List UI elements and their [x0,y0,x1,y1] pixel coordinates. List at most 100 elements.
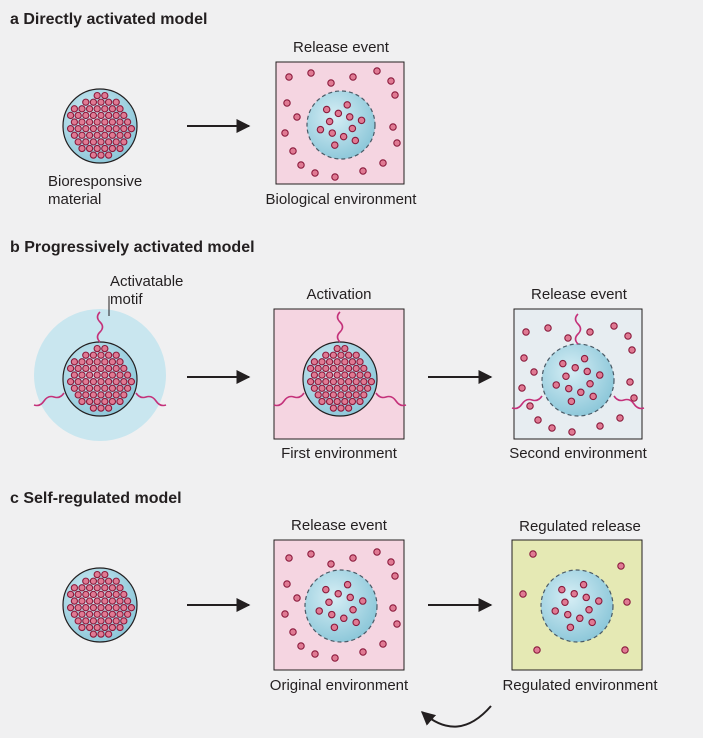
cargo-particle [311,169,319,177]
cargo-particle [341,358,349,366]
cargo-particle [297,642,305,650]
cargo-particle [561,598,569,607]
cargo-particle [570,589,578,598]
cargo-particle [66,125,75,133]
cargo-particle [89,151,98,159]
degraded-sphere [304,569,378,643]
cargo-particle [310,358,319,366]
cargo-particle [339,132,348,141]
cargo-particle [78,105,86,113]
cargo-particle [617,562,625,570]
cargo-particle [327,79,335,87]
cargo-particle [101,584,109,592]
cargo-particle [93,358,101,366]
cargo-particle [93,91,101,100]
cargo-particle [108,397,117,406]
cargo-particle [352,618,360,627]
cargo-particle [337,351,345,359]
cargo-particle [82,138,90,146]
cargo-particle [123,384,132,392]
cargo-particle [78,384,86,392]
cargo-particle [97,364,105,373]
cargo-particle [82,577,90,585]
cargo-particle [322,391,330,399]
cargo-particle [585,605,593,614]
degraded-sphere [306,90,376,160]
cargo-particle [624,332,632,340]
cargo-particle [85,597,94,605]
panel-a-box-top-label: Release event [293,39,389,56]
cargo-particle [74,138,82,146]
cargo-particle [626,378,634,386]
cargo-particle [318,384,326,392]
cargo-particle [116,131,124,139]
material-label: Bioresponsive material [48,173,142,209]
panel-a-bioresponsive-material [62,88,138,164]
cargo-particle [283,99,291,107]
cargo-particle [101,384,109,392]
cargo-particle [322,585,330,594]
cargo-particle [82,604,90,612]
cargo-particle [82,98,90,106]
cargo-particle [101,131,109,139]
cargo-particle [341,397,349,406]
cargo-particle [526,402,534,410]
cargo-particle [78,397,86,406]
cargo-particle [341,371,349,379]
cargo-particle [120,617,128,625]
cargo-particle [616,414,624,422]
activatable-motif [273,392,305,407]
cargo-particle [82,111,90,120]
cargo-particle [93,384,101,392]
activatable-motif [574,313,582,345]
cargo-particle [108,623,117,632]
cargo-particle [101,105,109,113]
cargo-particle [349,605,357,614]
cargo-particle [333,344,341,353]
cargo-particle [310,371,319,379]
cargo-particle [93,597,101,605]
cargo-particle [85,397,94,406]
panel-b-activated-material [302,341,378,417]
cargo-particle [127,378,136,386]
cargo-particle [534,416,542,424]
cargo-particle [89,604,98,612]
cargo-particle [571,363,579,372]
cargo-particle [329,351,338,359]
cargo-particle [116,371,124,379]
cargo-particle [337,391,345,399]
cargo-particle [89,404,98,412]
cargo-particle [120,590,128,599]
cargo-particle [331,173,339,181]
panel-a-released-particles [281,67,401,181]
cargo-particle [356,371,364,379]
cargo-particle [89,590,98,599]
cargo-particle [116,118,124,126]
cargo-particle [93,371,101,379]
cargo-particle [93,623,101,632]
cargo-particle [78,610,86,618]
cargo-particle [93,105,101,113]
cargo-particle [97,617,105,625]
cargo-particle [522,328,530,336]
cargo-particle [349,554,357,562]
cargo-particle [333,371,341,379]
cargo-particle [70,384,79,392]
cargo-particle [70,584,79,592]
cargo-particle [93,584,101,592]
cargo-particle [595,597,603,605]
cargo-particle [66,378,75,386]
cargo-particle [116,584,124,592]
degraded-sphere [540,569,614,643]
panel-b-title: b Progressively activated model [10,239,255,256]
cargo-particle [577,388,585,397]
cargo-particle [533,646,541,654]
cargo-particle [357,116,366,125]
cargo-particle [337,404,345,412]
cargo-particle [101,597,109,605]
activatable-motif [375,392,407,407]
cargo-particle [74,364,82,373]
cargo-particle [120,364,128,373]
panel-b-box2-top-label: Release event [531,286,627,303]
cargo-particle [66,111,75,120]
